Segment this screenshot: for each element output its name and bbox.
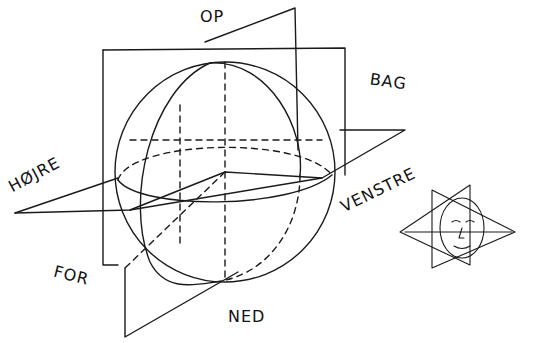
direction-label: BAG	[367, 70, 410, 93]
sphere-outline	[115, 62, 335, 282]
hidden-lines	[118, 62, 332, 282]
direction-label: VENSTRE	[336, 164, 420, 217]
plane-intersection	[130, 172, 322, 210]
direction-label: NED	[226, 308, 267, 326]
sagittal-plane	[125, 268, 238, 337]
direction-label: FOR	[50, 262, 93, 289]
frontal-plane	[103, 48, 345, 175]
direction-label: HØJRE	[4, 153, 65, 197]
direction-label: OP	[198, 8, 226, 26]
head-icon	[400, 185, 515, 268]
great-circle	[140, 63, 215, 285]
great-circle	[210, 63, 300, 175]
